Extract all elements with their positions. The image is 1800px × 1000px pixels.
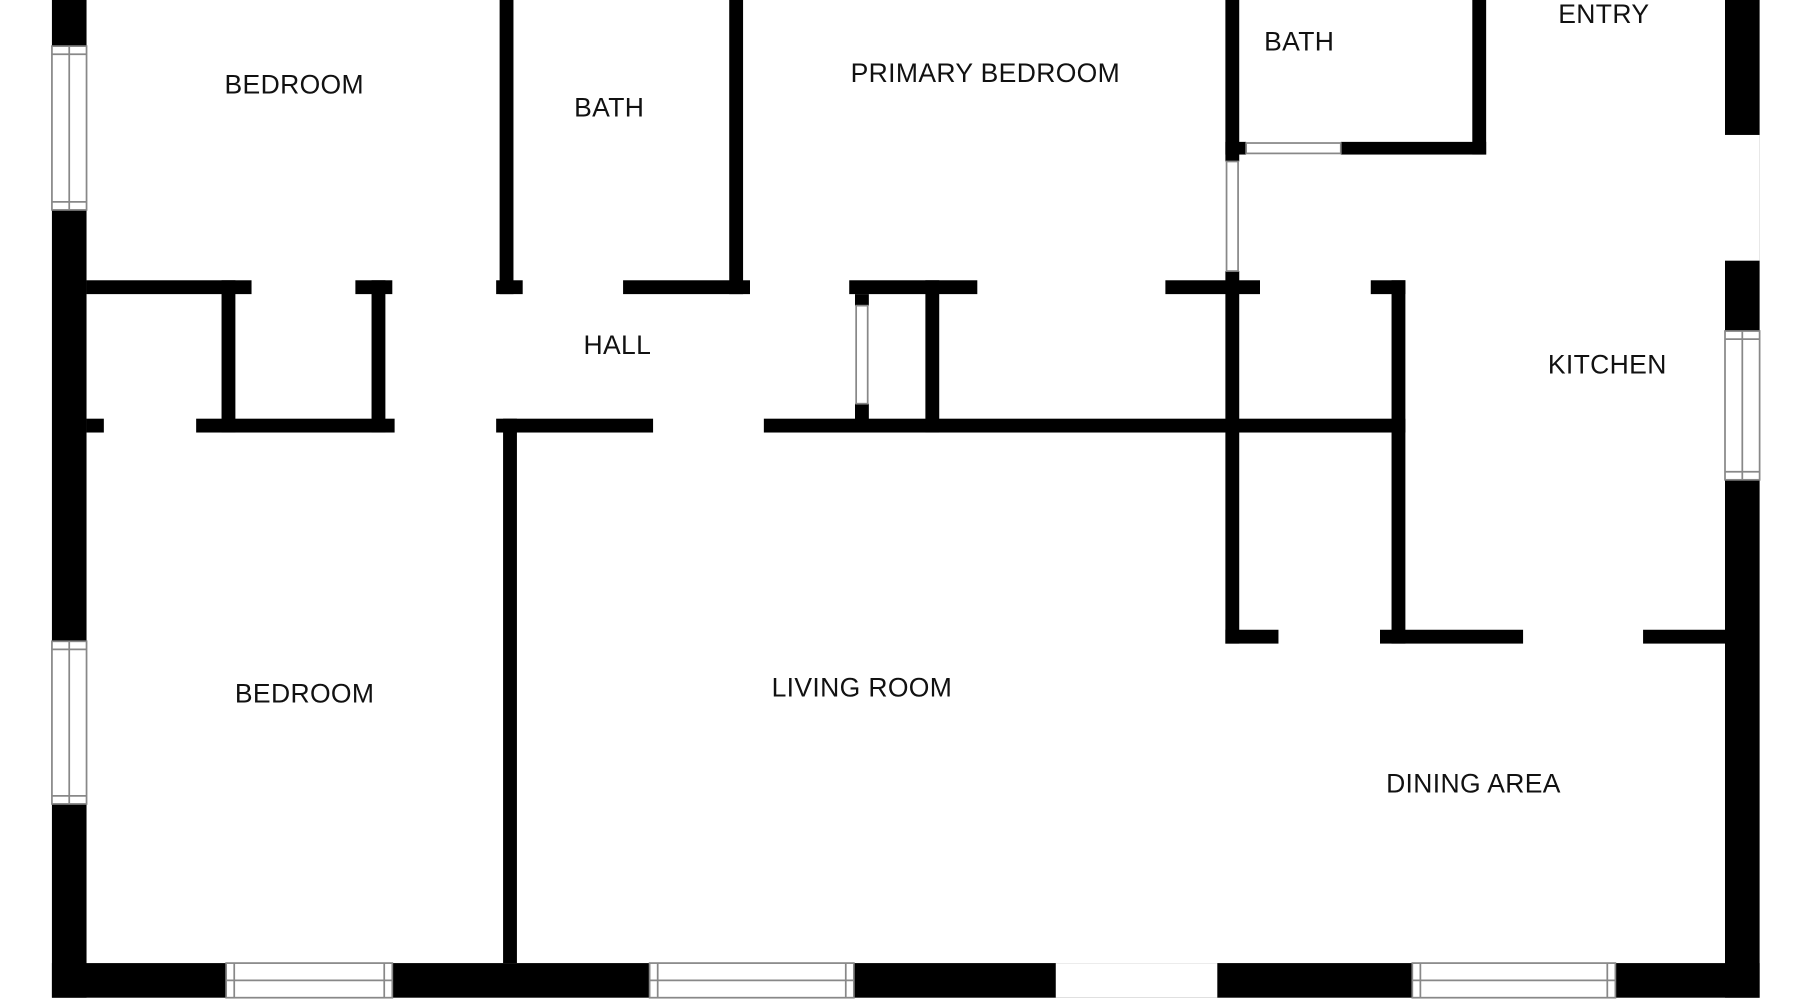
door bbox=[855, 304, 869, 405]
wall bbox=[196, 418, 395, 433]
wall bbox=[1225, 271, 1240, 644]
wall bbox=[371, 280, 386, 433]
room-label-living-room: LIVING ROOM bbox=[772, 673, 953, 703]
door bbox=[1225, 160, 1239, 272]
room-label-entry: ENTRY bbox=[1558, 0, 1649, 29]
room-label-dining-area: DINING AREA bbox=[1386, 768, 1561, 798]
wall bbox=[503, 418, 517, 964]
wall bbox=[1340, 141, 1487, 155]
wall bbox=[849, 280, 978, 295]
room-label-kitchen: KITCHEN bbox=[1548, 350, 1667, 380]
openings bbox=[51, 45, 1761, 999]
wall bbox=[1380, 629, 1524, 644]
exterior-door bbox=[1725, 134, 1760, 261]
wall bbox=[1165, 280, 1260, 295]
wall bbox=[1225, 629, 1279, 644]
wall bbox=[1643, 629, 1725, 644]
door bbox=[1245, 142, 1342, 155]
wall bbox=[1391, 280, 1406, 644]
walls bbox=[51, 0, 1760, 998]
wall bbox=[1472, 0, 1487, 155]
wall bbox=[221, 280, 236, 433]
wall bbox=[623, 280, 750, 295]
room-label-bath-left: BATH bbox=[574, 92, 644, 122]
wall bbox=[1225, 0, 1240, 162]
wall bbox=[86, 418, 104, 433]
room-label-bedroom-bottom: BEDROOM bbox=[235, 678, 374, 708]
wall bbox=[925, 280, 940, 433]
wall bbox=[855, 403, 869, 421]
room-label-primary-bedroom: PRIMARY BEDROOM bbox=[851, 58, 1120, 88]
wall bbox=[499, 0, 514, 295]
wall bbox=[496, 418, 654, 433]
wall bbox=[763, 418, 1406, 433]
room-label-hall: HALL bbox=[583, 330, 651, 360]
wall bbox=[855, 294, 869, 306]
room-label-bath-right: BATH bbox=[1264, 27, 1334, 57]
exterior-door bbox=[1055, 963, 1218, 998]
wall bbox=[86, 280, 252, 295]
room-label-bedroom-top: BEDROOM bbox=[224, 69, 363, 99]
room-labels: BEDROOM BATH PRIMARY BEDROOM BATH ENTRY … bbox=[224, 0, 1666, 798]
wall bbox=[729, 0, 744, 295]
wall bbox=[1225, 141, 1247, 155]
